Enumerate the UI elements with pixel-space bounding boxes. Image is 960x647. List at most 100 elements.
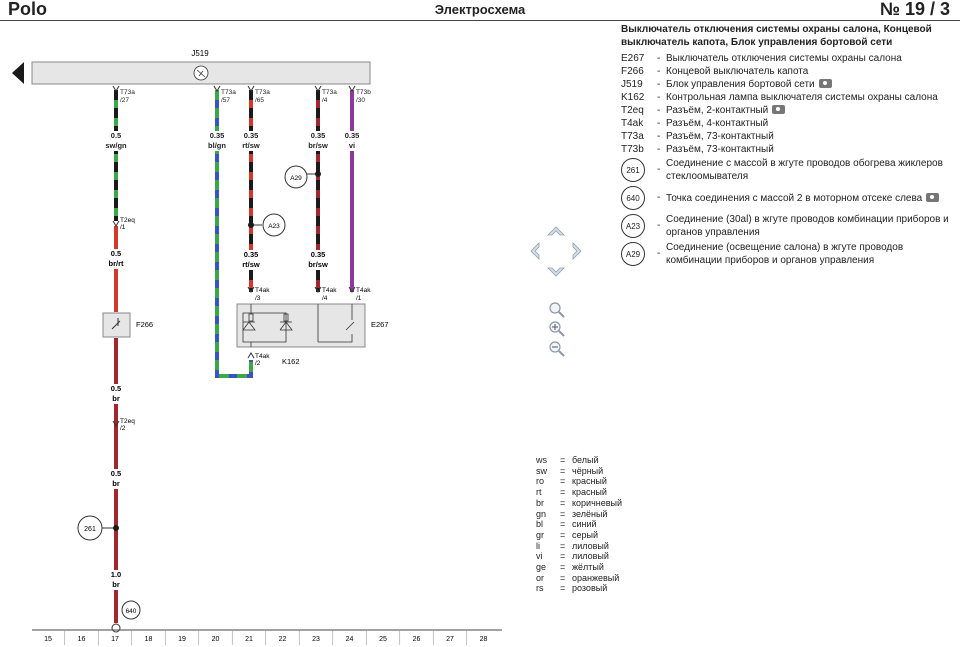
legend-circles: 261-Соединение с массой в жгуте проводов… xyxy=(621,156,956,268)
t4ak-3-connector: T4ak xyxy=(255,287,270,294)
color-code: vi xyxy=(536,551,543,562)
wire-24-pin: /30 xyxy=(356,97,365,104)
legend-code: T2eq xyxy=(621,105,644,116)
ground-640-label: 640 xyxy=(126,608,137,615)
t2eq-2-connector: T2eq xyxy=(120,418,135,425)
junction-a29 xyxy=(315,171,321,177)
prev-page-arrow-icon[interactable] xyxy=(12,62,24,84)
wire-23b-size: 0.35 xyxy=(311,250,326,259)
color-name: розовый xyxy=(572,583,608,594)
legend-text: Соединение (освещение салона) в жгуте пр… xyxy=(666,242,904,266)
color-code: gn xyxy=(536,508,547,519)
color-code: ws xyxy=(536,455,547,465)
color-code: gr xyxy=(536,529,545,540)
wire-17-color: sw/gn xyxy=(105,141,127,150)
t4ak-2-connector: T4ak xyxy=(255,353,270,360)
legend-dash: - xyxy=(657,53,661,64)
grid-label: 19 xyxy=(178,636,186,643)
color-equals: = xyxy=(560,529,566,540)
legend-dash: - xyxy=(657,92,661,103)
grid-label: 17 xyxy=(111,636,119,643)
grid-label: 22 xyxy=(279,636,287,643)
color-equals: = xyxy=(560,497,566,508)
wire-21-size: 0.35 xyxy=(244,131,259,140)
color-key-row: gr = серый xyxy=(536,530,622,541)
legend-dash: - xyxy=(657,248,661,259)
camera-icon[interactable] xyxy=(772,105,786,114)
legend-dash: - xyxy=(657,144,661,155)
connection-a23-node xyxy=(262,213,286,237)
camera-icon[interactable] xyxy=(818,79,832,88)
connection-a23-label: A23 xyxy=(268,223,280,230)
color-code: br xyxy=(536,497,545,508)
color-code: rs xyxy=(536,583,544,594)
wire-21b-color: rt/sw xyxy=(242,260,260,269)
legend-text: Разъём, 73-контактный xyxy=(666,131,774,142)
legend-item: T73b-Разъём, 73-контактный xyxy=(621,143,956,156)
wire-20-connector: T73a xyxy=(221,89,236,96)
color-key-row: vi=лиловый xyxy=(536,551,622,562)
zoom-in-icon[interactable] xyxy=(549,321,565,337)
legend-dash: - xyxy=(657,192,661,203)
component-legend: Выключатель отключения системы охраны са… xyxy=(621,23,956,268)
grid-label: 24 xyxy=(346,636,354,643)
legend-text: Разъём, 2-контактный xyxy=(666,105,786,116)
color-code: li xyxy=(536,540,540,551)
color-key-row: rt=красный xyxy=(536,487,622,498)
wire-21-connector: T73a xyxy=(255,89,270,96)
ground-261-label: 261 xyxy=(84,526,96,533)
legend-item: J519-Блок управления бортовой сети xyxy=(621,78,956,91)
color-equals: = xyxy=(560,540,566,551)
color-code: rt xyxy=(536,487,542,498)
legend-text: Концевой выключатель капота xyxy=(666,66,809,77)
color-key-row: li=лиловый xyxy=(536,541,622,552)
legend-code: E267 xyxy=(621,53,645,64)
grid-label: 23 xyxy=(312,636,320,643)
wire-20-size: 0.35 xyxy=(210,131,225,140)
grid-label: 26 xyxy=(413,636,421,643)
color-equals: = xyxy=(560,562,566,573)
camera-icon[interactable] xyxy=(926,192,940,202)
legend-code: J519 xyxy=(621,79,643,90)
color-key-row: ge=жёлтый xyxy=(536,562,622,573)
color-name: чёрный xyxy=(572,465,604,476)
ground-point-640 xyxy=(111,623,121,633)
color-name: серый xyxy=(572,529,599,540)
wire-17d-size: 0.5 xyxy=(111,469,121,478)
wire-17b-color: br/rt xyxy=(109,259,125,268)
legend-item: E267-Выключатель отключения системы охра… xyxy=(621,52,956,65)
junction-261 xyxy=(113,525,119,531)
t2eq-2-pin: /2 xyxy=(120,425,126,432)
color-code: sw xyxy=(536,465,547,476)
color-equals: = xyxy=(560,519,566,530)
connector-arrows xyxy=(112,85,356,92)
color-code: or xyxy=(536,572,545,583)
pan-left-icon[interactable] xyxy=(530,242,540,260)
pan-down-icon[interactable] xyxy=(547,267,565,277)
t4ak-3-pin: /3 xyxy=(255,295,261,302)
t4ak-2-pin: /2 xyxy=(255,360,261,367)
color-name: коричневый xyxy=(572,497,623,508)
legend-code: F266 xyxy=(621,66,644,77)
pan-up-icon[interactable] xyxy=(547,226,565,236)
color-key-row: sw=чёрный xyxy=(536,466,622,477)
legend-text: Разъём, 73-контактный xyxy=(666,144,774,155)
color-name: оранжевый xyxy=(572,572,620,583)
color-key-row: bl=синий xyxy=(536,519,622,530)
grid-label: 18 xyxy=(145,636,153,643)
t4ak-1-pin: /1 xyxy=(356,295,362,302)
zoom-reset-icon[interactable] xyxy=(549,302,565,318)
grid-label: 16 xyxy=(78,636,86,643)
wire-17e-size: 1.0 xyxy=(111,570,121,579)
wire-24-color: vi xyxy=(349,141,355,150)
color-key-row: gn=зелёный xyxy=(536,509,622,520)
grid-label: 15 xyxy=(44,636,52,643)
zoom-out-icon[interactable] xyxy=(549,341,565,357)
wire-17-connector: T73a xyxy=(120,89,135,96)
pan-right-icon[interactable] xyxy=(572,242,582,260)
k162-label: K162 xyxy=(282,357,300,366)
wire-20-color: bl/gn xyxy=(208,141,226,150)
legend-circle: 640 xyxy=(621,186,645,210)
wire-17b-size: 0.5 xyxy=(111,249,121,258)
legend-item: T73a-Разъём, 73-контактный xyxy=(621,130,956,143)
